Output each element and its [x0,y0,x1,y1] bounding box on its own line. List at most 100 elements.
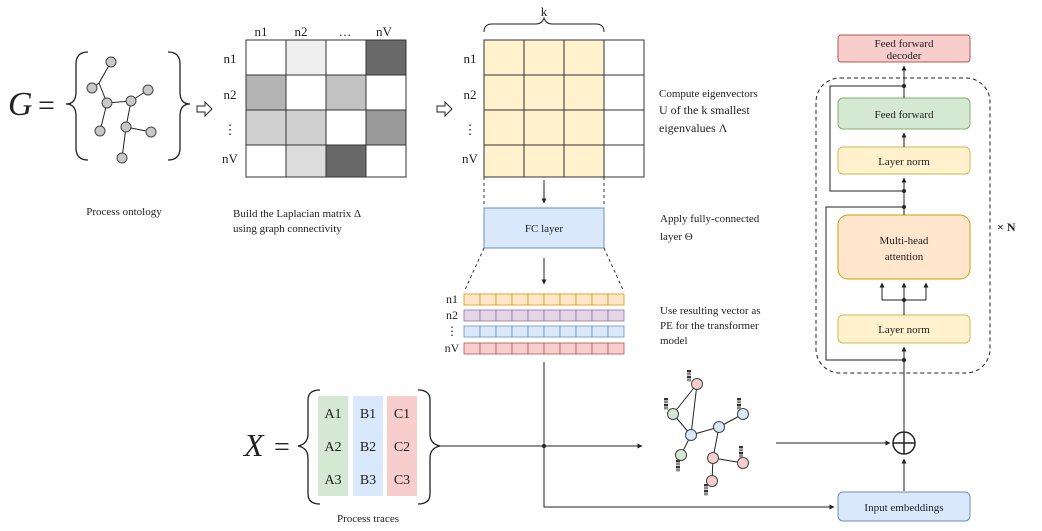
pe-cell [463,325,481,338]
pe-row-header: n1 [446,292,458,306]
eigen-selected-region [484,40,604,177]
traces-equals: = [274,432,290,463]
flow-lines [440,362,907,510]
pe-cell [479,293,497,306]
matrix-cell [365,74,407,111]
dashed-guide [603,247,625,293]
pe-row-header: n2 [446,308,458,322]
trace-event: C3 [394,473,410,488]
eigen-note-line2: U of the k smallest [659,103,750,117]
graph-node [691,378,703,390]
pe-cell [607,309,625,322]
laplacian-col-header: … [339,24,352,39]
pe-tag-icon [737,398,741,410]
pe-cell [479,325,497,338]
pe-note-line3: model [660,335,688,347]
pe-cell [591,293,609,306]
attention-box [837,214,971,280]
pe-cell [527,342,545,355]
pe-cell [575,325,593,338]
trace-event: B1 [360,407,376,422]
pe-cell [591,325,609,338]
annotated-graph [664,370,749,496]
pe-cell [559,293,577,306]
graph-node [706,475,718,487]
pe-cell [527,309,545,322]
trace-event: A3 [324,473,341,488]
matrix-cell [285,109,327,146]
trace-column-a [318,396,348,496]
matrix-cell [325,144,367,178]
pe-note-line1: Use resulting vector as [660,305,761,317]
left-brace [297,389,321,505]
laplacian-row-header: n1 [224,51,237,66]
graph-node [667,408,679,420]
repeat-label: × N [997,220,1016,234]
pe-cell [463,293,481,306]
decoder-box [837,34,971,63]
pe-cell [575,309,593,322]
pe-cell [511,293,529,306]
eigen-grid [483,39,645,178]
left-brace [65,51,89,161]
pe-cell [607,342,625,355]
eigen-row-header: n2 [464,87,477,102]
decoder-label-line1: Feed forward [875,38,934,50]
matrix-cell [285,74,327,111]
matrix-cell [285,39,327,76]
decoder-label-line2: decoder [887,50,922,62]
pe-row-header: nV [445,341,460,355]
pe-cell [479,342,497,355]
fc-note-line1: Apply fully-connected [660,213,760,225]
pe-cell [607,293,625,306]
trace-event: A2 [324,440,341,455]
pe-tag-icon [676,460,680,472]
pe-cell [543,325,561,338]
pe-cell [463,309,481,322]
matrix-cell [245,39,287,76]
matrix-cell [325,39,367,76]
graph-node [94,125,106,137]
attention-label-line1: Multi-head [880,235,929,247]
pe-cell [543,342,561,355]
matrix-cell [365,109,407,146]
matrix-cell [365,39,407,76]
graph-node [101,97,113,109]
graph-node [145,126,157,138]
graph-node [125,95,137,107]
pe-vectors: n1 n2 ⋮ nV Use resulting vector as PE fo… [445,292,761,355]
graph-node [685,429,697,441]
eigen-note-line1: Compute eigenvectors [659,88,758,100]
graph-node [737,408,749,420]
pe-cell [511,342,529,355]
matrix-cell [325,74,367,111]
graph-node [86,82,98,94]
graph-node [737,457,749,469]
graph-node [120,121,132,133]
pe-cell [479,309,497,322]
pe-cell [543,293,561,306]
pe-tag-icon [739,446,743,458]
eigen-row-header: n1 [464,51,477,66]
laplacian-col-header: nV [376,24,393,39]
pe-row-group [463,293,625,355]
laplacian-cells [245,39,407,178]
junction-dots [902,84,906,362]
graph-node [675,449,687,461]
fc-note-line2: layer Θ [660,231,693,243]
annotated-graph-edges [672,383,744,482]
hollow-arrow-icon [436,100,453,118]
right-brace [417,389,441,505]
pe-cell [527,325,545,338]
pe-tag-icon [664,398,668,410]
pe-cell [591,342,609,355]
pe-cell [495,293,513,306]
attention-label-line2: attention [885,251,924,263]
matrix-cell [245,74,287,111]
graph-node [707,452,719,464]
laplacian-caption-line1: Build the Laplacian matrix Δ [233,208,361,220]
pe-cell [511,325,529,338]
pe-cell [527,293,545,306]
eigen-row-header: ⋮ [464,122,477,137]
